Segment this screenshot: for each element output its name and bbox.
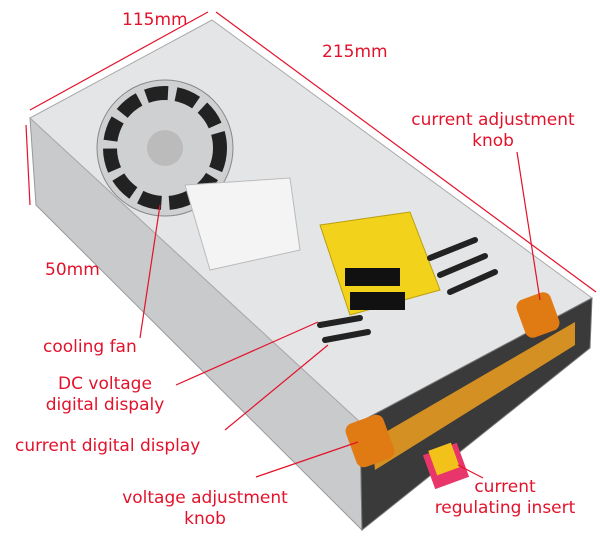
length-dimension: 215mm	[322, 42, 388, 62]
current-insert-label: current regulating insert	[434, 477, 576, 518]
height-dimension: 50mm	[45, 260, 100, 280]
cooling-fan	[96, 79, 234, 217]
voltage-adjustment-knob	[345, 414, 395, 468]
width-dimension: 115mm	[122, 10, 188, 30]
terminal-block	[372, 322, 575, 470]
display-panel	[319, 211, 441, 316]
voltage-display	[345, 268, 400, 286]
current-knob-label: current adjustment knob	[411, 110, 575, 151]
dimension-lines	[25, 11, 597, 293]
leader-lines	[139, 151, 541, 479]
current-display	[350, 292, 405, 310]
current-adjustment-knob	[516, 292, 560, 338]
vents	[317, 237, 498, 343]
voltage-knob-label: voltage adjustment knob	[122, 488, 288, 529]
cooling-fan-label: cooling fan	[43, 337, 137, 357]
current-display-label: current digital display	[15, 436, 201, 456]
info-sticker	[184, 177, 301, 271]
dc-voltage-display-label: DC voltage digital dispaly	[45, 374, 165, 415]
